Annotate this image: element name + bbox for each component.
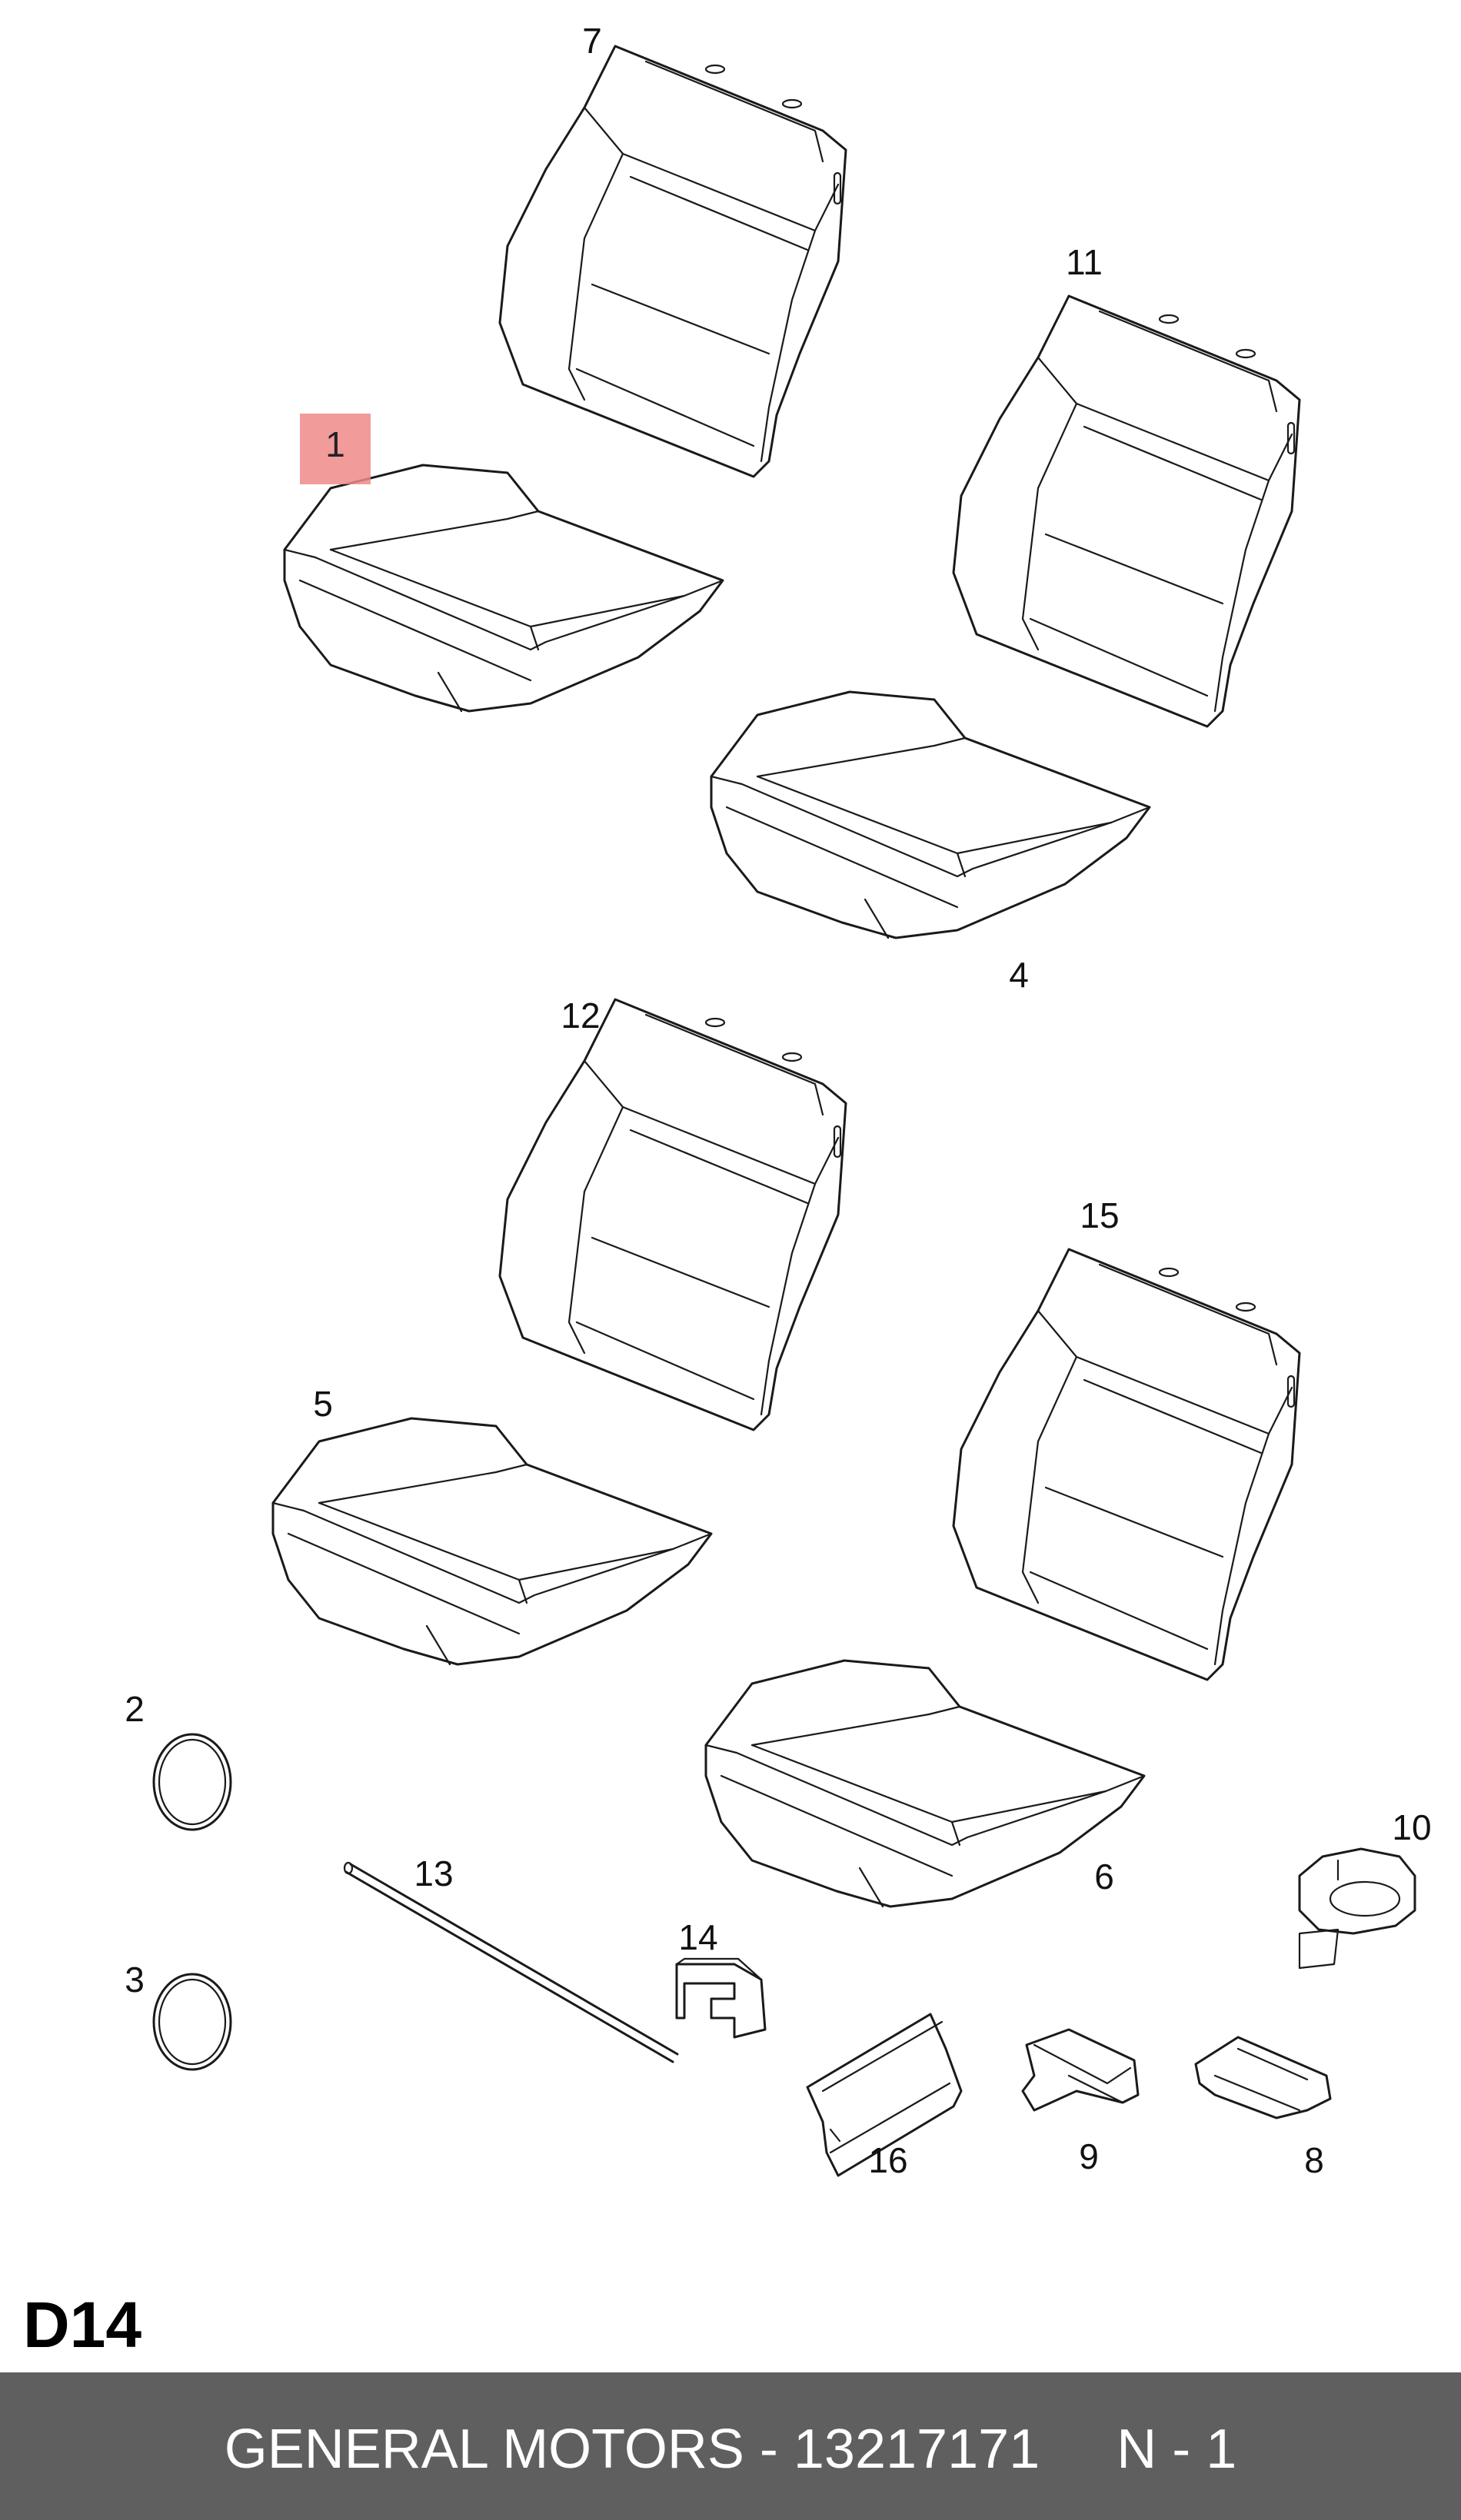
footer-text: GENERAL MOTORS - 13217171 N - 1 (224, 2419, 1237, 2480)
backrest-7 (498, 45, 847, 478)
backrest-12 (498, 998, 847, 1431)
callout-11: 11 (1066, 242, 1103, 282)
backrest-11 (952, 294, 1301, 728)
callout-13: 13 (414, 1853, 454, 1893)
callout-2: 2 (125, 1689, 145, 1729)
cushion-1 (283, 464, 724, 713)
channel-clip-part-16 (806, 2013, 963, 2177)
footer-bar: GENERAL MOTORS - 13217171 N - 1 (0, 2372, 1461, 2520)
page-code: D14 (23, 2289, 142, 2361)
callout-3: 3 (125, 1960, 145, 2000)
callout-14: 14 (678, 1917, 718, 1957)
callout-6: 6 (1094, 1857, 1114, 1897)
callout-12: 12 (561, 996, 601, 1036)
ring-part-2 (152, 1733, 232, 1831)
callout-9: 9 (1079, 2136, 1099, 2176)
ring-part-3 (152, 1973, 232, 2071)
callout-15: 15 (1080, 1195, 1120, 1235)
callout-7: 7 (582, 21, 602, 61)
callout-4: 4 (1009, 955, 1029, 995)
backrest-15 (952, 1248, 1301, 1681)
callout-10: 10 (1392, 1807, 1432, 1847)
callout-16: 16 (868, 2140, 908, 2180)
callout-5: 5 (313, 1384, 333, 1424)
cushion-5 (271, 1417, 713, 1666)
callout-8: 8 (1304, 2140, 1324, 2180)
loop-clip-part-10 (1298, 1847, 1416, 1970)
cushion-6 (704, 1659, 1146, 1908)
flat-clip-part-8 (1194, 2036, 1332, 2119)
highlight-marker (300, 414, 371, 484)
clip-part-14 (675, 1957, 767, 2039)
rod-part-13 (343, 1861, 679, 2063)
cushion-4 (710, 690, 1151, 939)
spring-clip-part-9 (1021, 2028, 1140, 2112)
callout-1-highlighted: 1 (325, 424, 345, 464)
